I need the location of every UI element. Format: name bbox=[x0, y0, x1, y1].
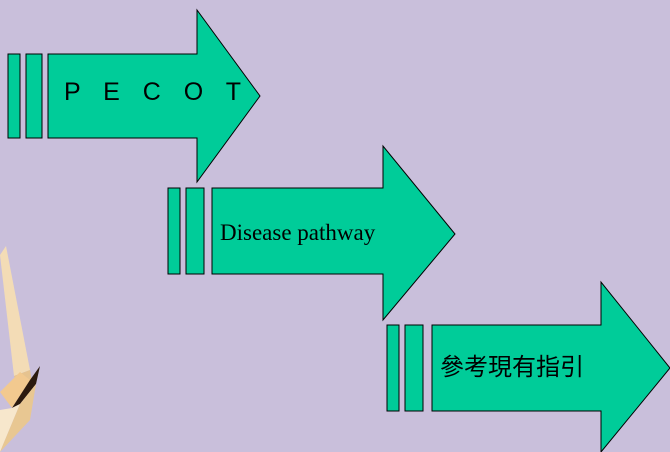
arrow-2-bar-left bbox=[168, 188, 180, 274]
arrow-1-label: P E C O T bbox=[64, 78, 249, 107]
arrow-2-bar-right bbox=[186, 188, 204, 274]
arrow-3-label: 參考現有指引 bbox=[440, 347, 584, 382]
arrow-1-bar-right bbox=[26, 54, 42, 138]
arrow-1-bar-left bbox=[8, 54, 20, 138]
arrow-3-bar-left bbox=[387, 325, 399, 411]
arrow-3-bar-right bbox=[405, 325, 423, 411]
arrow-2-label: Disease pathway bbox=[220, 220, 375, 246]
pencil-icon bbox=[0, 246, 40, 452]
